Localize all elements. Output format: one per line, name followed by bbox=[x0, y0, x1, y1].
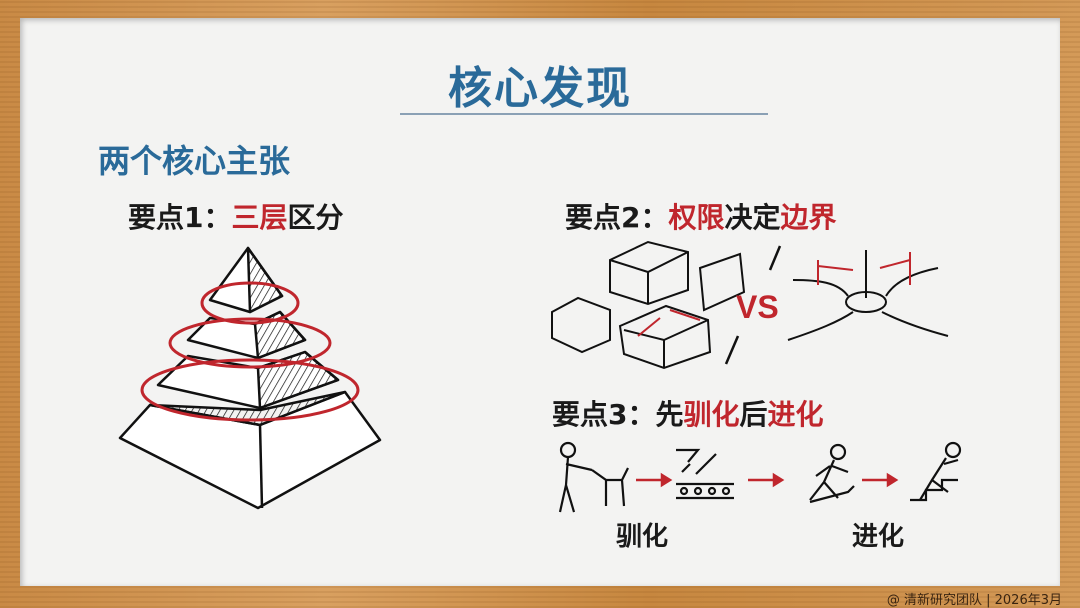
pyramid-illustration bbox=[118, 246, 382, 510]
point-3-highlight-b: 进化 bbox=[767, 398, 824, 431]
stage-label-evolution: 进化 bbox=[852, 522, 905, 552]
slide-subtitle: 两个核心主张 bbox=[98, 142, 291, 180]
process-illustration bbox=[558, 441, 962, 513]
point-1-heading: 要点1：三层区分 bbox=[128, 196, 344, 236]
point-2-prefix: 要点2： bbox=[565, 201, 669, 234]
point-2-highlight-b: 边界 bbox=[780, 201, 837, 234]
boundaries-illustration: VS bbox=[551, 240, 949, 370]
point-2-heading: 要点2：权限决定边界 bbox=[565, 196, 837, 236]
vs-label: VS bbox=[736, 289, 779, 325]
point-1-text: 区分 bbox=[287, 201, 344, 234]
title-underline bbox=[400, 113, 768, 115]
stage-label-domestication: 驯化 bbox=[616, 522, 669, 552]
point-1-prefix: 要点1： bbox=[128, 201, 232, 234]
point-2-highlight-a: 权限 bbox=[668, 201, 725, 234]
point-1-highlight: 三层 bbox=[231, 201, 288, 234]
footer-credit: @ 清新研究团队 | 2026年3月 bbox=[886, 593, 1062, 608]
point-3-prefix: 要点3： bbox=[552, 398, 656, 431]
point-3-highlight-a: 驯化 bbox=[683, 398, 740, 431]
point-3-heading: 要点3：先驯化后进化 bbox=[552, 393, 824, 433]
point-3-text-b: 后 bbox=[739, 398, 768, 431]
point-3-text-a: 先 bbox=[655, 398, 684, 431]
slide-title: 核心发现 bbox=[448, 63, 632, 114]
point-2-text: 决定 bbox=[724, 201, 781, 234]
